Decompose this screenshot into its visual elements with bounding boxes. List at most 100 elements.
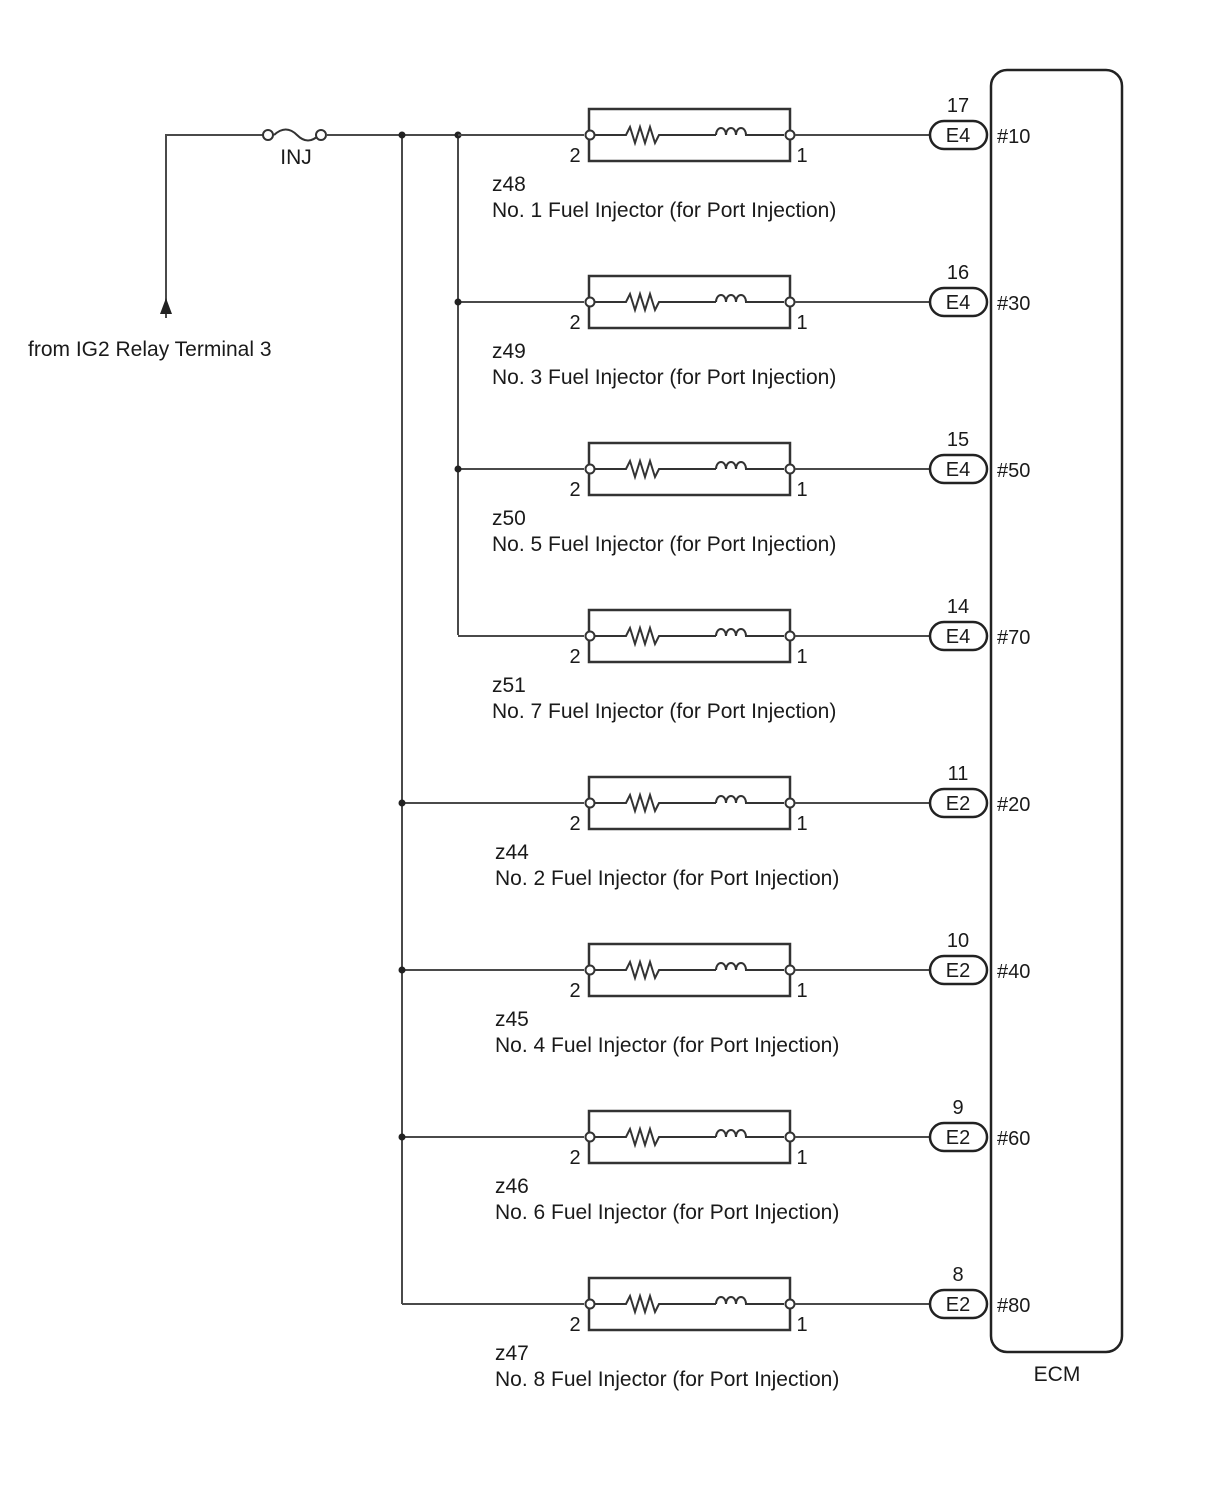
coil-symbol <box>715 1129 784 1138</box>
connector-pin-number: 8 <box>952 1264 963 1286</box>
resistor-symbol <box>595 457 716 481</box>
connector-id: E4 <box>946 125 970 147</box>
pin-number-left: 2 <box>569 646 580 668</box>
connector-badge <box>928 620 989 652</box>
injector-code: z50 <box>492 507 526 530</box>
connector-id: E2 <box>946 793 970 815</box>
connector-badge <box>928 1121 989 1153</box>
connector-pin-number: 10 <box>947 930 969 952</box>
pin-number-left: 2 <box>569 813 580 835</box>
supply-circuit: from IG2 Relay Terminal 3 INJ <box>28 128 462 1304</box>
injector-code: z51 <box>492 674 526 697</box>
coil-symbol <box>715 1296 784 1305</box>
ecm-terminal-label: #10 <box>997 126 1030 148</box>
terminal-circle <box>584 296 596 308</box>
resistor-symbol <box>595 123 716 147</box>
resistor-symbol <box>595 1125 716 1149</box>
terminal-circle <box>784 964 796 976</box>
junction-dot <box>398 799 406 807</box>
connector-badge <box>928 954 989 986</box>
coil-symbol <box>715 127 784 136</box>
pin-number-left: 2 <box>569 1147 580 1169</box>
injector-code: z48 <box>492 173 526 196</box>
resistor-symbol <box>595 1292 716 1316</box>
terminal-circle <box>784 1131 796 1143</box>
source-label: from IG2 Relay Terminal 3 <box>28 338 272 361</box>
connector-id: E2 <box>946 1294 970 1316</box>
junction-dot <box>454 298 462 306</box>
connector-badge <box>928 1288 989 1320</box>
injector-name: No. 4 Fuel Injector (for Port Injection) <box>495 1034 839 1057</box>
injector-name: No. 5 Fuel Injector (for Port Injection) <box>492 533 836 556</box>
pin-number-left: 2 <box>569 1314 580 1336</box>
injector-name: No. 3 Fuel Injector (for Port Injection) <box>492 366 836 389</box>
coil-symbol <box>715 962 784 971</box>
resistor-symbol <box>595 624 716 648</box>
connector-pin-number: 14 <box>947 596 969 618</box>
terminal-circle <box>584 129 596 141</box>
coil-symbol <box>715 795 784 804</box>
pin-number-left: 2 <box>569 312 580 334</box>
terminal-circle <box>784 463 796 475</box>
injector-name: No. 2 Fuel Injector (for Port Injection) <box>495 867 839 890</box>
terminal-circle <box>784 129 796 141</box>
junction-dot <box>398 131 406 139</box>
junction-dot <box>398 966 406 974</box>
connector-badge <box>928 119 989 151</box>
connector-pin-number: 11 <box>948 763 969 785</box>
ecm-box <box>989 68 1124 1354</box>
injector-code: z49 <box>492 340 526 363</box>
injector-code: z44 <box>495 841 529 864</box>
junction-dot <box>398 1133 406 1141</box>
connector-badge <box>928 286 989 318</box>
terminal-circle <box>784 797 796 809</box>
pin-number-right: 1 <box>796 1147 807 1169</box>
terminal-circle <box>784 296 796 308</box>
junction-dot <box>454 465 462 473</box>
ecm-terminal-label: #50 <box>997 460 1030 482</box>
ecm-label: ECM <box>1034 1363 1081 1386</box>
injector-code: z45 <box>495 1008 529 1031</box>
ecm-terminal-label: #30 <box>997 293 1030 315</box>
injector-code: z47 <box>495 1342 529 1365</box>
supply-wire <box>165 134 268 318</box>
injector-name: No. 6 Fuel Injector (for Port Injection) <box>495 1201 839 1224</box>
ecm-terminal-label: #20 <box>997 794 1030 816</box>
connector-pin-number: 15 <box>947 429 969 451</box>
injector-name: No. 8 Fuel Injector (for Port Injection) <box>495 1368 839 1391</box>
pin-number-right: 1 <box>796 312 807 334</box>
fuse-inj <box>262 128 327 142</box>
arrow-up-icon <box>160 298 172 314</box>
pin-number-left: 2 <box>569 980 580 1002</box>
ecm-terminal-label: #60 <box>997 1128 1030 1150</box>
connector-badge <box>928 453 989 485</box>
resistor-symbol <box>595 290 716 314</box>
ecm-terminal-label: #70 <box>997 627 1030 649</box>
pin-number-right: 1 <box>796 479 807 501</box>
terminal-circle <box>584 797 596 809</box>
ecm-terminal-label: #40 <box>997 961 1030 983</box>
connector-id: E2 <box>946 1127 970 1149</box>
ecm-unit: ECM <box>989 68 1124 1386</box>
pin-number-right: 1 <box>796 980 807 1002</box>
connector-id: E4 <box>946 459 970 481</box>
terminal-circle <box>584 1131 596 1143</box>
terminal-circle <box>784 1298 796 1310</box>
pin-number-right: 1 <box>796 646 807 668</box>
coil-symbol <box>715 461 784 470</box>
injector-name: No. 7 Fuel Injector (for Port Injection) <box>492 700 836 723</box>
pin-number-right: 1 <box>796 813 807 835</box>
pin-number-left: 2 <box>569 145 580 167</box>
injector-code: z46 <box>495 1175 529 1198</box>
terminal-circle <box>784 630 796 642</box>
ecm-terminal-label: #80 <box>997 1295 1030 1317</box>
coil-symbol <box>715 628 784 637</box>
